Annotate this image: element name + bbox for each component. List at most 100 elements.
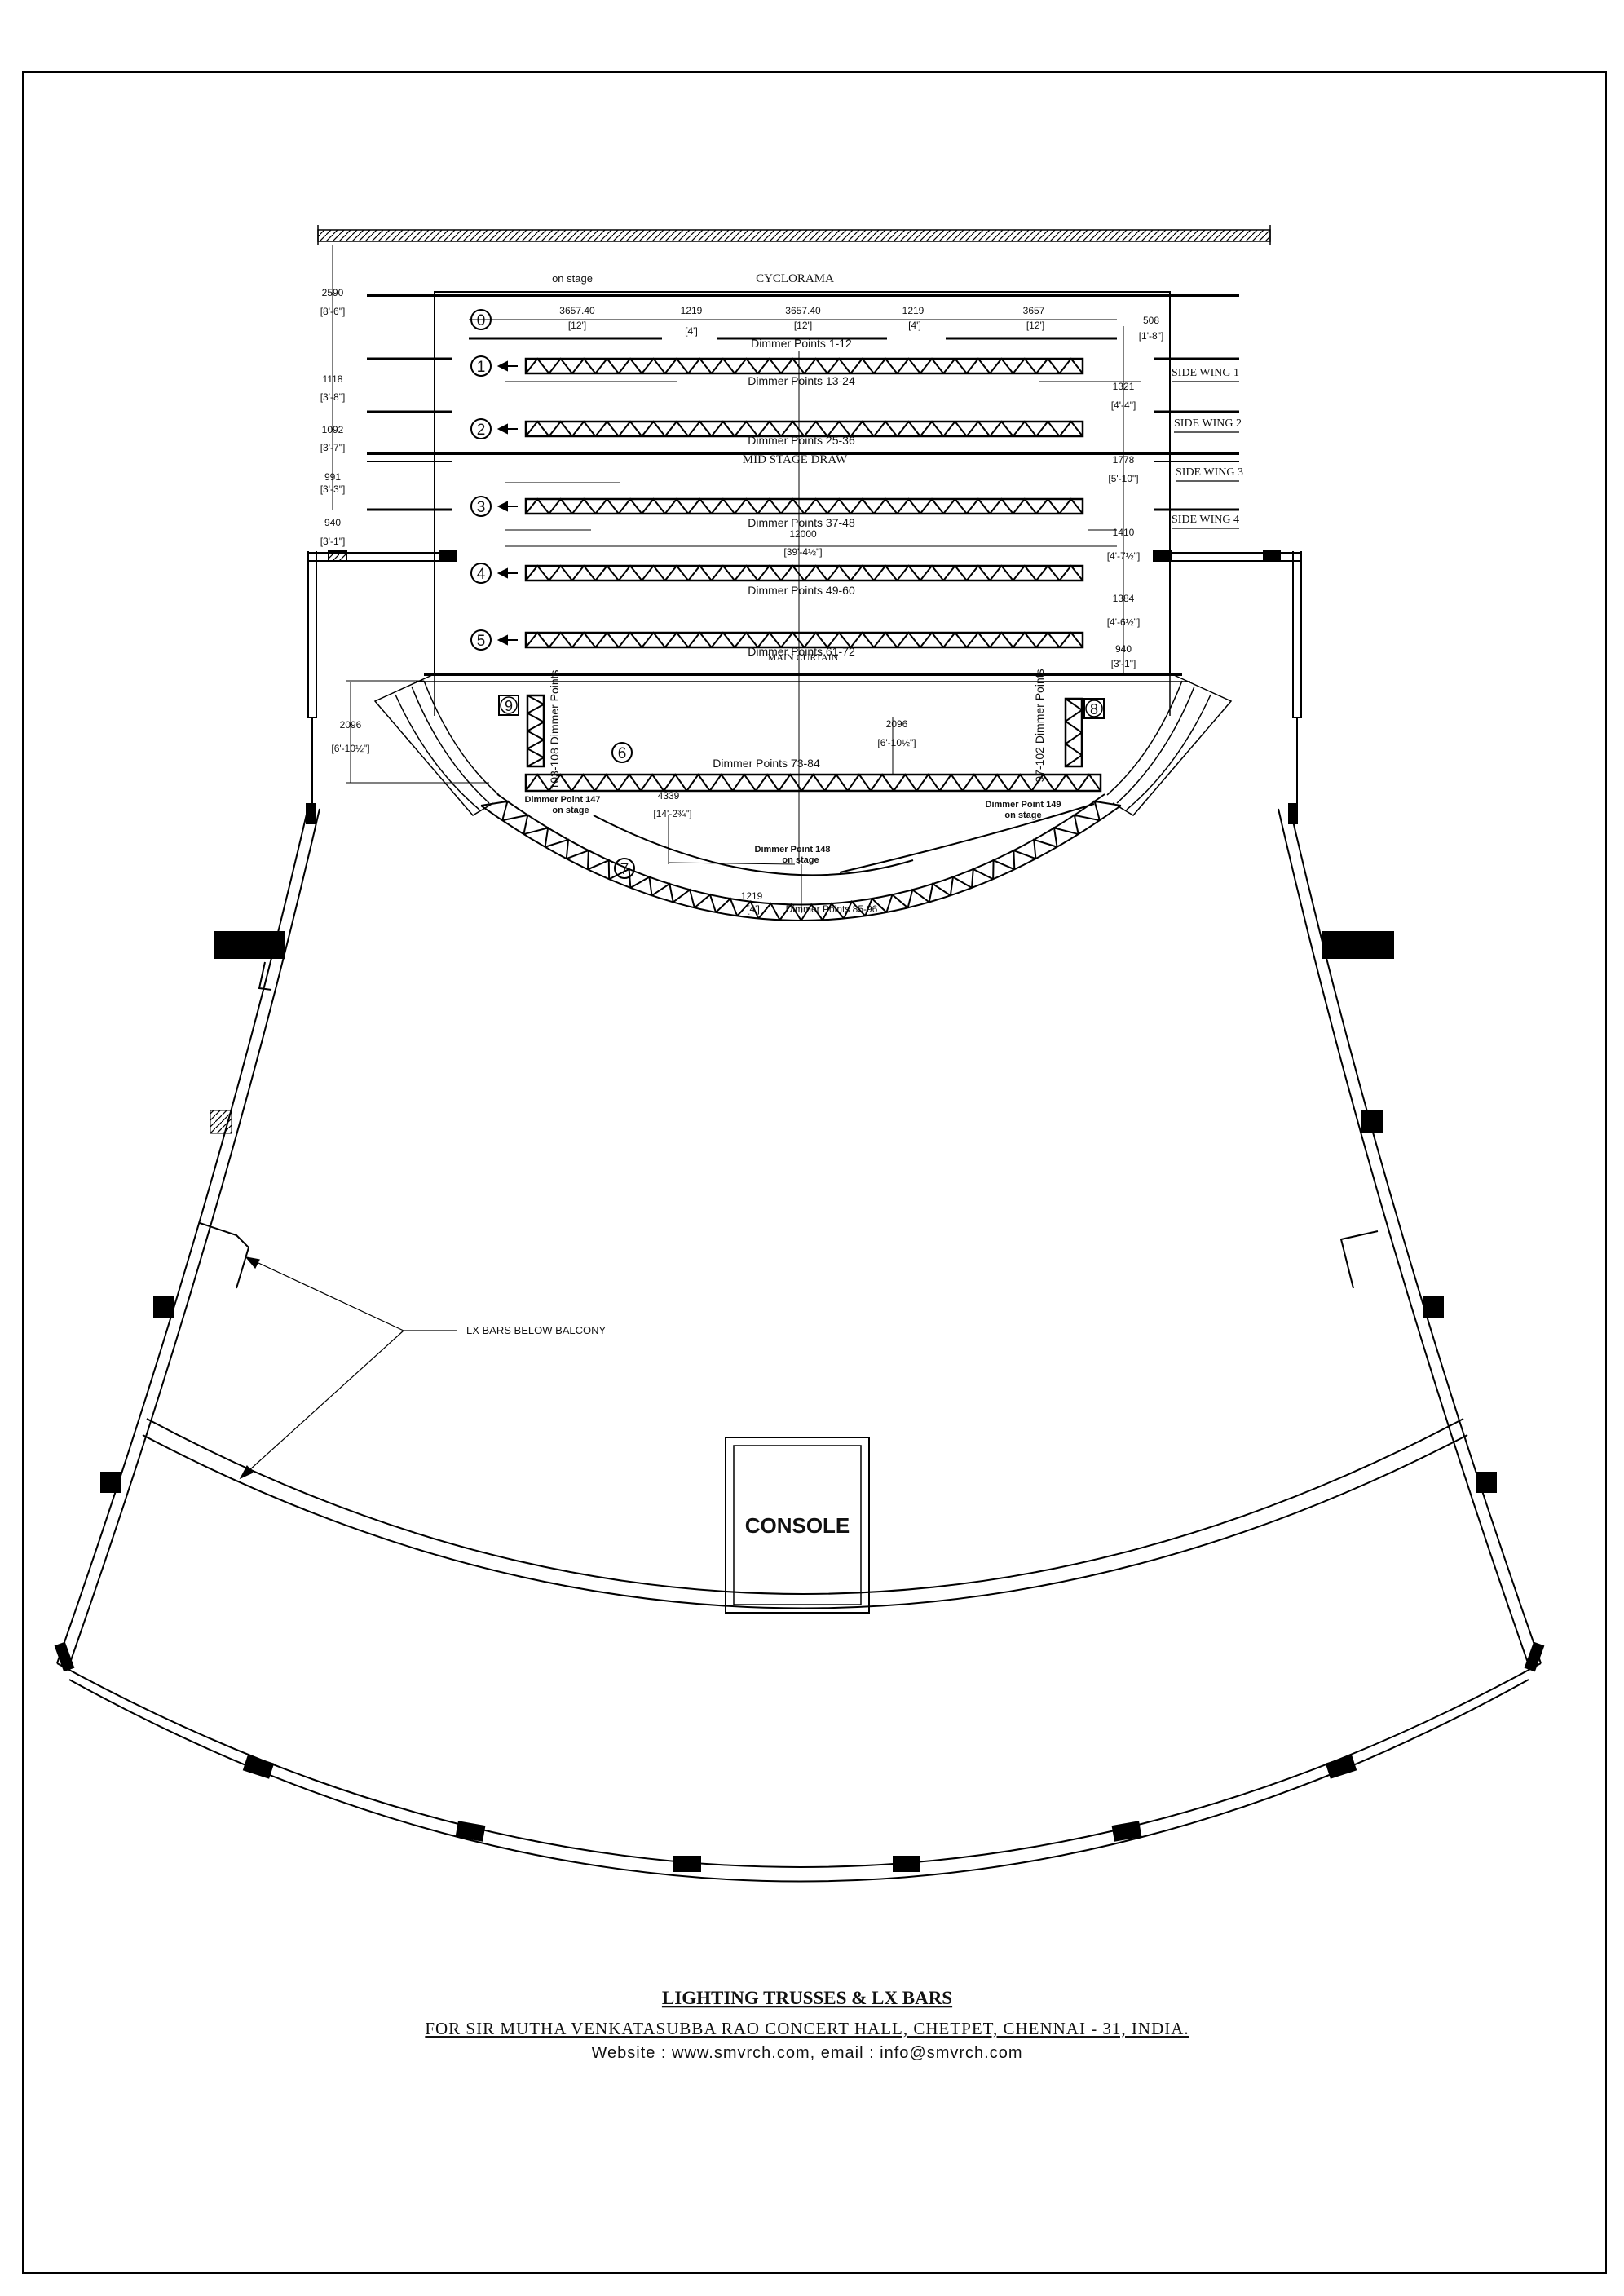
svg-text:5: 5 <box>477 633 486 650</box>
svg-text:SIDE WING 3: SIDE WING 3 <box>1176 466 1243 479</box>
svg-text:9: 9 <box>505 698 513 714</box>
svg-text:2096: 2096 <box>340 719 362 731</box>
dimmer-label-0: Dimmer Points 1-12 <box>751 337 852 350</box>
svg-text:1092: 1092 <box>322 424 344 435</box>
truss-marker-1: 1 <box>470 355 492 377</box>
dimmer-label-8: 97-102 Dimmer Points <box>1033 669 1046 782</box>
lx-bars-label: LX BARS BELOW BALCONY <box>466 1324 607 1336</box>
svg-text:1: 1 <box>477 359 486 376</box>
svg-text:Dimmer Point 148: Dimmer Point 148 <box>755 845 831 854</box>
dimmer-label-3: Dimmer Points 37-48 <box>748 516 855 529</box>
svg-text:991: 991 <box>324 471 341 483</box>
svg-text:on stage: on stage <box>1004 810 1041 820</box>
svg-text:2: 2 <box>477 422 486 439</box>
console: CONSOLE <box>725 1437 870 1614</box>
svg-text:3657.40: 3657.40 <box>785 305 821 316</box>
console-label: CONSOLE <box>745 1513 850 1538</box>
svg-text:508: 508 <box>1143 315 1159 326</box>
svg-text:[3'-1"]: [3'-1"] <box>1111 658 1136 669</box>
truss-5-lattice <box>524 631 1084 649</box>
side-wing-lines <box>367 357 1239 511</box>
svg-text:3657.40: 3657.40 <box>559 305 595 316</box>
svg-text:[12']: [12'] <box>568 320 586 331</box>
dimmer-label-5: Dimmer Points 61-72 <box>748 645 855 658</box>
svg-text:[14'-2¾"]: [14'-2¾"] <box>653 808 691 819</box>
cyclorama-label: CYCLORAMA <box>756 272 834 285</box>
svg-text:1219: 1219 <box>902 305 925 316</box>
dimmer-label-6: Dimmer Points 73-84 <box>713 757 820 770</box>
svg-text:[6'-10½"]: [6'-10½"] <box>877 737 916 748</box>
left-dimension-labels: 2590 [8'-6"] 1118 [3'-8"] 1092 [3'-7"] 9… <box>320 287 370 754</box>
main-curtain-label: MAIN CURTAIN <box>768 651 839 663</box>
svg-text:1118: 1118 <box>323 373 343 385</box>
svg-text:1219: 1219 <box>741 890 763 902</box>
right-dimension-labels: 508 [1'-8"] 1321 [4'-4"] 1778 [5'-10"] 1… <box>1107 315 1164 669</box>
svg-text:[12']: [12'] <box>794 320 812 331</box>
svg-text:[6'-10½"]: [6'-10½"] <box>331 743 369 754</box>
svg-text:1778: 1778 <box>1113 454 1135 466</box>
dimmer-label-4: Dimmer Points 49-60 <box>748 584 855 597</box>
lx-bars-leaders <box>239 1256 457 1480</box>
auditorium-walls <box>56 718 1542 1883</box>
svg-text:7: 7 <box>620 861 629 878</box>
svg-text:[12']: [12'] <box>1026 320 1044 331</box>
svg-text:on stage: on stage <box>782 855 819 865</box>
floor-point-labels: Dimmer Point 147 on stage Dimmer Point 1… <box>525 795 1061 865</box>
svg-text:[3'-7"]: [3'-7"] <box>320 442 346 453</box>
svg-text:1384: 1384 <box>1113 593 1135 604</box>
dimmer-label-2: Dimmer Points 25-36 <box>748 434 855 447</box>
svg-text:1410: 1410 <box>1113 527 1135 538</box>
svg-text:SIDE WING 1: SIDE WING 1 <box>1172 367 1239 379</box>
svg-text:940: 940 <box>324 517 341 528</box>
on-stage-label: on stage <box>552 272 593 285</box>
dimmer-labels: Dimmer Points 1-12 Dimmer Points 13-24 D… <box>548 337 1046 915</box>
stage-steps <box>373 674 1233 816</box>
svg-text:[4']: [4'] <box>908 320 921 331</box>
truss-arrows <box>496 360 518 646</box>
truss-6-lattice <box>524 773 1102 793</box>
stage-labels: on stage CYCLORAMA MID STAGE DRAW MAIN C… <box>466 272 848 1336</box>
svg-text:4: 4 <box>477 566 486 583</box>
svg-text:Dimmer Point 149: Dimmer Point 149 <box>986 800 1061 810</box>
svg-text:[4']: [4'] <box>747 903 760 915</box>
proscenium <box>307 550 1302 718</box>
truss-8-lattice <box>1064 697 1083 768</box>
svg-text:[4']: [4'] <box>685 325 698 337</box>
svg-text:2590: 2590 <box>322 287 344 298</box>
wall-columns <box>54 803 1545 1872</box>
svg-text:1219: 1219 <box>681 305 703 316</box>
svg-text:940: 940 <box>1115 643 1132 655</box>
truss-marker-3: 3 <box>470 496 492 517</box>
wall-recesses <box>199 961 1379 1289</box>
svg-text:[5'-10"]: [5'-10"] <box>1108 473 1138 484</box>
svg-text:[4'-7½"]: [4'-7½"] <box>1107 550 1141 562</box>
top-dimension-labels: 3657.40 [12'] 1219 [4'] 3657.40 [12'] 12… <box>469 305 1117 337</box>
svg-text:Dimmer Point 147: Dimmer Point 147 <box>525 795 601 805</box>
svg-text:SIDE WING 2: SIDE WING 2 <box>1174 417 1242 430</box>
svg-text:[3'-8"]: [3'-8"] <box>320 391 346 403</box>
center-dimension-labels: 12000 [39'-4½"] 2096 [6'-10½"] 4339 [14'… <box>653 528 916 915</box>
truss-1-lattice <box>524 357 1084 375</box>
drawing-subtitle: FOR SIR MUTHA VENKATASUBBA RAO CONCERT H… <box>425 2019 1189 2038</box>
truss-7-lattice <box>480 800 1122 921</box>
side-wing-labels: SIDE WING 1 SIDE WING 2 SIDE WING 3 SIDE… <box>1172 367 1243 529</box>
sheet-border <box>22 71 1607 2274</box>
svg-text:1321: 1321 <box>1113 381 1135 392</box>
floor-arc <box>593 803 1095 876</box>
dimmer-label-9: 103-108 Dimmer Points <box>548 669 561 789</box>
svg-text:on stage: on stage <box>552 806 589 815</box>
svg-text:12000: 12000 <box>789 528 817 540</box>
svg-text:[39'-4½"]: [39'-4½"] <box>783 546 822 558</box>
truss-marker-6: 6 <box>611 742 633 763</box>
title-block: LIGHTING TRUSSES & LX BARS FOR SIR MUTHA… <box>425 1988 1189 2062</box>
back-wall <box>317 225 1271 245</box>
center-dimensions <box>346 351 1117 913</box>
svg-text:3657: 3657 <box>1023 305 1045 316</box>
svg-text:SIDE WING 4: SIDE WING 4 <box>1172 514 1239 526</box>
svg-text:[1'-8"]: [1'-8"] <box>1139 330 1164 342</box>
svg-text:4339: 4339 <box>658 790 680 801</box>
truss-marker-8: 8 <box>1083 698 1105 719</box>
truss-marker-4: 4 <box>470 563 492 584</box>
drawing-title: LIGHTING TRUSSES & LX BARS <box>662 1988 952 2008</box>
